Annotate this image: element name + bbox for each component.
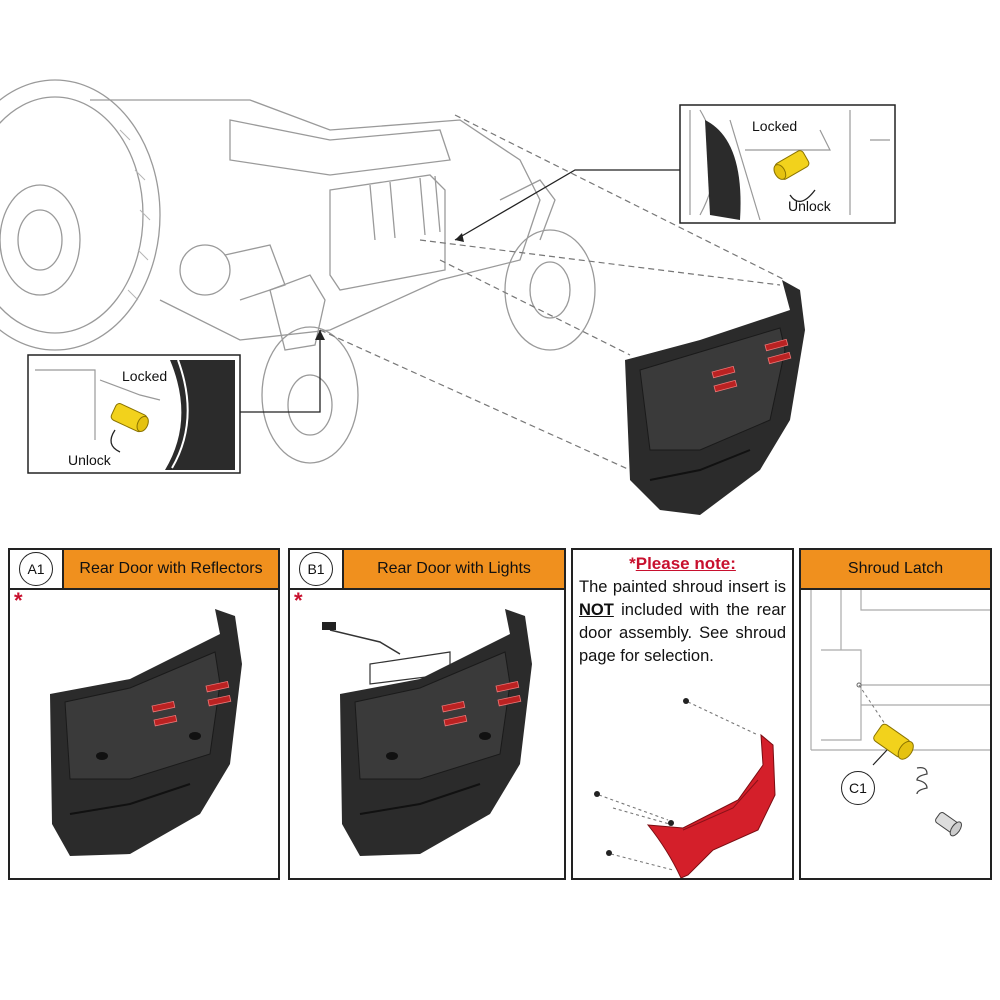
shroud-insert-image [594, 698, 776, 878]
rear-door-lights-image [322, 609, 532, 856]
left-unlock-label: Unlock [68, 452, 111, 468]
tire-tread [119, 129, 151, 301]
panel-a1: A1 Rear Door with Reflectors * [8, 548, 280, 880]
note-asterisk: * [629, 554, 636, 573]
part-id-c1: C1 [841, 771, 875, 805]
part-id-b1: B1 [299, 552, 333, 586]
panel-b1: B1 Rear Door with Lights * [288, 548, 566, 880]
panel-shroud-latch: Shroud Latch C1 [799, 548, 992, 880]
note-title: *Please note: [573, 554, 792, 574]
shroud-latch-image [810, 590, 990, 837]
note-body: The painted shroud insert is NOT include… [579, 578, 786, 665]
note-heading: Please note: [635, 554, 736, 573]
note-emphasis: NOT [579, 601, 614, 619]
panel-latch-header: Shroud Latch [801, 550, 990, 590]
top-unlock-label: Unlock [788, 198, 831, 214]
rear-door-main [625, 280, 805, 515]
top-locked-label: Locked [752, 118, 798, 134]
exploded-view-illustration [0, 79, 896, 515]
alignment-lines [319, 114, 786, 471]
panel-latch-title: Shroud Latch [801, 550, 990, 590]
asterisk-marker: * [294, 588, 303, 613]
asterisk-marker: * [14, 588, 23, 613]
panel-a1-header: A1 Rear Door with Reflectors [10, 550, 278, 590]
panel-a1-title: Rear Door with Reflectors [64, 550, 278, 590]
panel-b1-header: B1 Rear Door with Lights [290, 550, 564, 590]
wheelchair-base-drawing [0, 79, 596, 464]
part-id-a1: A1 [19, 552, 53, 586]
panel-b1-title: Rear Door with Lights [344, 550, 564, 590]
callout-leaders [240, 169, 680, 413]
rear-door-reflectors-image [50, 609, 242, 856]
panel-note: *Please note: The painted shroud insert … [571, 548, 794, 880]
left-locked-label: Locked [122, 368, 168, 384]
